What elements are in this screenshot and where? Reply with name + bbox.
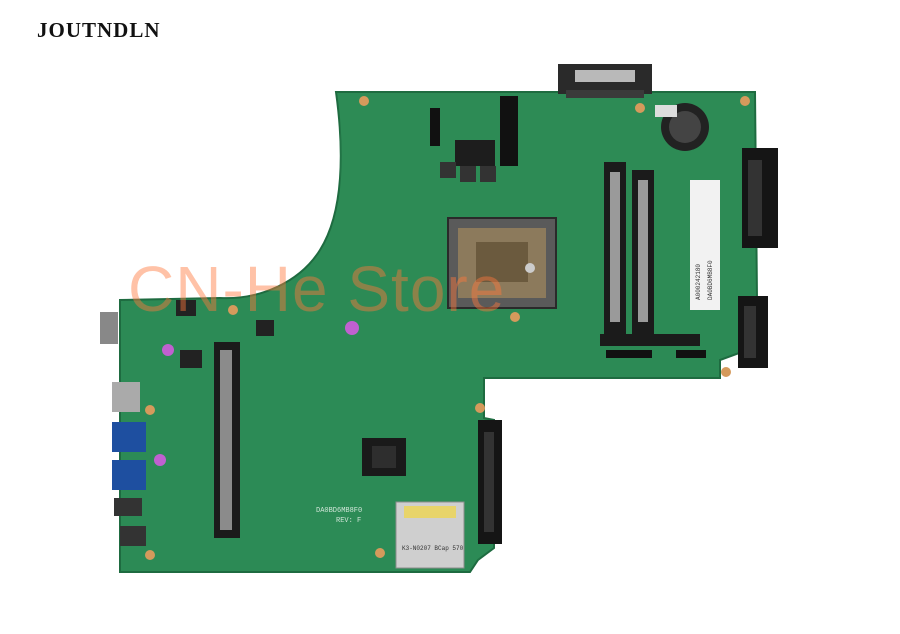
- sd-card-reader: K3-N0207 BCap 570: [395, 501, 465, 569]
- sata-connectors: [738, 148, 778, 368]
- odd-connector: [478, 420, 502, 544]
- cpu-socket: [447, 217, 557, 309]
- power-connector: [558, 64, 652, 98]
- misc-components: [154, 96, 706, 466]
- mini-pcie-slot: [214, 342, 240, 538]
- board-sticker: A000242180 DA0BD6MB8F0: [690, 180, 720, 310]
- sticker-code: A000242180: [695, 264, 702, 300]
- cmos-battery-holder: [655, 103, 709, 151]
- mounting-holes: [145, 96, 750, 560]
- store-watermark: CN-He Store: [128, 253, 506, 325]
- brand-logo: JOUTNDLN: [37, 18, 161, 42]
- board-model-code: DA0BD6MB8F0: [316, 507, 362, 515]
- chipset: [362, 438, 406, 476]
- ram-slots: [600, 162, 700, 346]
- sd-reader-code: K3-N0207 BCap 570: [402, 545, 464, 552]
- pcb-board: [119, 91, 759, 573]
- board-revision: REV: F: [336, 517, 361, 525]
- left-io-ports: [100, 312, 146, 546]
- sticker-code-2: DA0BD6MB8F0: [707, 260, 714, 300]
